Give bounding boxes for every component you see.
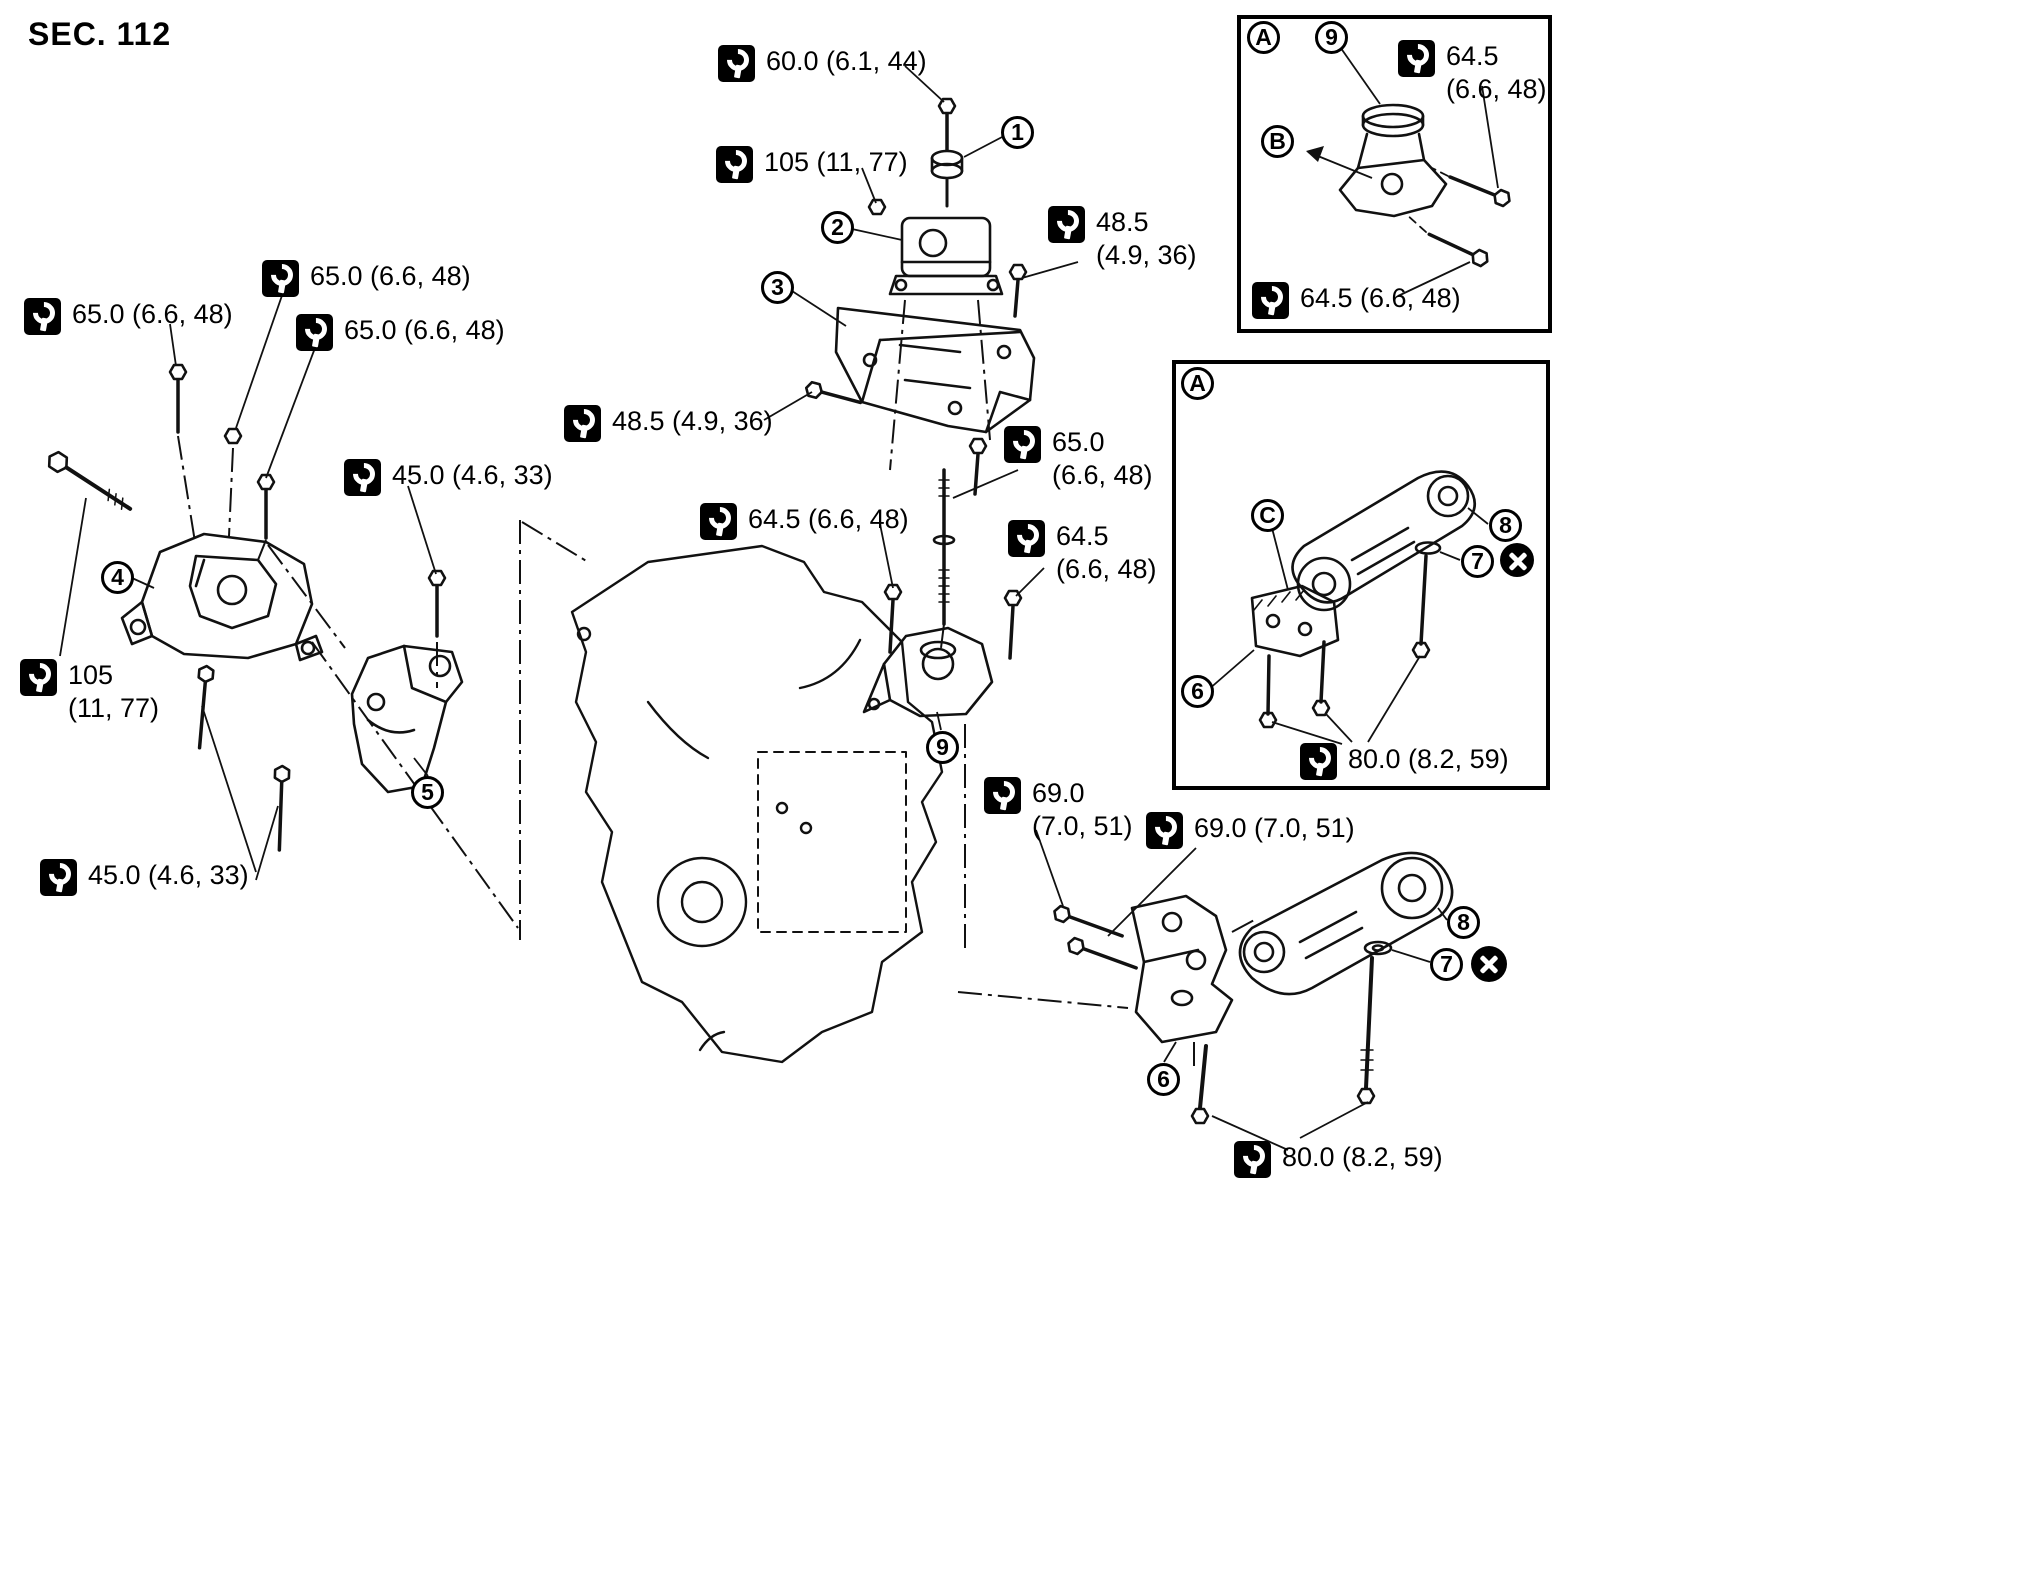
torque-value: 80.0 (8.2, 59) bbox=[1282, 1142, 1443, 1172]
torque-value: 65.0 bbox=[1052, 427, 1105, 457]
torque-spec-label: 45.0 (4.6, 33) bbox=[344, 459, 553, 496]
torque-value-line2: (4.9, 36) bbox=[1096, 240, 1197, 270]
torque-wrench-icon bbox=[24, 298, 61, 335]
torque-value-line2: (6.6, 48) bbox=[1056, 554, 1157, 584]
top-mount-assembly-art bbox=[804, 97, 1036, 718]
torque-value: 105 bbox=[68, 660, 114, 690]
torque-wrench-icon bbox=[1300, 743, 1337, 780]
callout-7-inset2: 7 bbox=[1461, 545, 1494, 578]
callout-5: 5 bbox=[411, 776, 444, 809]
detail-inset-top bbox=[1237, 15, 1552, 333]
torque-wrench-icon bbox=[40, 859, 77, 896]
torque-value: 60.0 (6.1, 44) bbox=[766, 46, 927, 76]
callout-9-main: 9 bbox=[926, 731, 959, 764]
torque-spec-label: 45.0 (4.6, 33) bbox=[40, 859, 249, 896]
torque-value: 48.5 (4.9, 36) bbox=[612, 406, 773, 436]
torque-spec-label: 64.5(6.6, 48) bbox=[1008, 520, 1157, 586]
torque-value: 65.0 (6.6, 48) bbox=[72, 299, 233, 329]
callout-A-inset2: A bbox=[1181, 367, 1214, 400]
torque-value: 45.0 (4.6, 33) bbox=[392, 460, 553, 490]
torque-wrench-icon bbox=[718, 45, 755, 82]
torque-value-line2: (6.6, 48) bbox=[1052, 460, 1153, 490]
callout-1: 1 bbox=[1001, 116, 1034, 149]
torque-wrench-icon bbox=[1048, 206, 1085, 243]
detail-inset-middle bbox=[1172, 360, 1550, 790]
torque-spec-label: 69.0(7.0, 51) bbox=[984, 777, 1133, 843]
torque-spec-label: 65.0 (6.6, 48) bbox=[296, 314, 505, 351]
callout-6-inset2: 6 bbox=[1181, 675, 1214, 708]
torque-value: 80.0 (8.2, 59) bbox=[1348, 744, 1509, 774]
torque-wrench-icon bbox=[262, 260, 299, 297]
torque-spec-label: 69.0 (7.0, 51) bbox=[1146, 812, 1355, 849]
torque-wrench-icon bbox=[296, 314, 333, 351]
torque-value-line2: (11, 77) bbox=[68, 693, 160, 723]
torque-value: 69.0 bbox=[1032, 778, 1085, 808]
torque-value: 105 (11, 77) bbox=[764, 147, 908, 177]
callout-9-inset1: 9 bbox=[1315, 21, 1348, 54]
torque-wrench-icon bbox=[1008, 520, 1045, 557]
torque-wrench-icon bbox=[1004, 426, 1041, 463]
torque-value: 64.5 bbox=[1446, 41, 1499, 71]
torque-spec-label: 65.0(6.6, 48) bbox=[1004, 426, 1153, 492]
torque-spec-label: 105(11, 77) bbox=[20, 659, 159, 725]
torque-spec-label: 80.0 (8.2, 59) bbox=[1234, 1141, 1443, 1178]
leader-lines bbox=[59, 43, 1499, 1151]
callout-B-inset1: B bbox=[1261, 125, 1294, 158]
inset2-torque-rod-art bbox=[1250, 470, 1476, 729]
torque-wrench-icon bbox=[1398, 40, 1435, 77]
torque-value-line2: (7.0, 51) bbox=[1032, 811, 1133, 841]
rear-mount-assembly-art bbox=[1053, 851, 1454, 1125]
torque-wrench-icon bbox=[984, 777, 1021, 814]
callout-7-main: 7 bbox=[1430, 948, 1463, 981]
torque-value: 48.5 bbox=[1096, 207, 1149, 237]
do-not-reuse-icon bbox=[1471, 946, 1507, 982]
torque-value: 65.0 (6.6, 48) bbox=[310, 261, 471, 291]
inset1-mount-art bbox=[1338, 103, 1511, 268]
torque-value: 64.5 (6.6, 48) bbox=[1300, 283, 1461, 313]
torque-spec-label: 65.0 (6.6, 48) bbox=[262, 260, 471, 297]
engine-block-art bbox=[570, 544, 944, 1064]
torque-spec-label: 65.0 (6.6, 48) bbox=[24, 298, 233, 335]
torque-spec-label: 48.5(4.9, 36) bbox=[1048, 206, 1197, 272]
torque-spec-label: 60.0 (6.1, 44) bbox=[718, 45, 927, 82]
callout-8-main: 8 bbox=[1447, 906, 1480, 939]
torque-wrench-icon bbox=[1234, 1141, 1271, 1178]
torque-value: 45.0 (4.6, 33) bbox=[88, 860, 249, 890]
torque-wrench-icon bbox=[1146, 812, 1183, 849]
left-mount-art bbox=[47, 363, 324, 852]
torque-spec-label: 64.5 (6.6, 48) bbox=[1252, 282, 1461, 319]
callout-8-inset2: 8 bbox=[1489, 509, 1522, 542]
callout-A-inset1: A bbox=[1247, 21, 1280, 54]
do-not-reuse-icon bbox=[1500, 543, 1534, 577]
torque-wrench-icon bbox=[716, 146, 753, 183]
callout-3: 3 bbox=[761, 271, 794, 304]
torque-wrench-icon bbox=[564, 405, 601, 442]
callout-6-main: 6 bbox=[1147, 1063, 1180, 1096]
torque-value: 64.5 (6.6, 48) bbox=[748, 504, 909, 534]
torque-value: 64.5 bbox=[1056, 521, 1109, 551]
torque-spec-label: 64.5 (6.6, 48) bbox=[700, 503, 909, 540]
callout-2: 2 bbox=[821, 211, 854, 244]
torque-value: 65.0 (6.6, 48) bbox=[344, 315, 505, 345]
torque-wrench-icon bbox=[1252, 282, 1289, 319]
torque-value-line2: (6.6, 48) bbox=[1446, 74, 1547, 104]
torque-value: 69.0 (7.0, 51) bbox=[1194, 813, 1355, 843]
torque-spec-label: 48.5 (4.9, 36) bbox=[564, 405, 773, 442]
callout-4: 4 bbox=[101, 561, 134, 594]
torque-spec-label: 80.0 (8.2, 59) bbox=[1300, 743, 1509, 780]
torque-wrench-icon bbox=[20, 659, 57, 696]
torque-wrench-icon bbox=[700, 503, 737, 540]
torque-spec-label: 64.5(6.6, 48) bbox=[1398, 40, 1547, 106]
section-title: SEC. 112 bbox=[28, 16, 172, 52]
torque-wrench-icon bbox=[344, 459, 381, 496]
bracket-5-art bbox=[350, 569, 464, 794]
torque-spec-label: 105 (11, 77) bbox=[716, 146, 908, 183]
callout-C-inset2: C bbox=[1251, 499, 1284, 532]
